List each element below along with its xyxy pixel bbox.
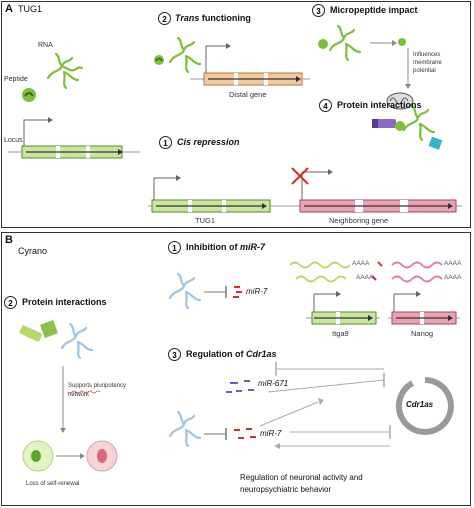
panel-b-letter: B: [5, 234, 13, 246]
locus-gene: [8, 117, 140, 159]
cyrano-rna-icon-1: [168, 272, 202, 310]
supports-underline: [67, 390, 101, 394]
neighboring-gene: [299, 169, 457, 213]
b-step-2-badge: 2: [4, 296, 17, 309]
itga9-gene: [306, 291, 380, 325]
protein-interactions-title-a: Protein interactions: [337, 100, 422, 110]
b-step-1-badge: 1: [168, 241, 181, 254]
polya-4: AAAA: [444, 274, 462, 281]
cdr1as-circrna-icon: [395, 377, 454, 435]
step-4-badge: 4: [319, 99, 332, 112]
itga9-mrna-2: [295, 275, 347, 283]
note-line-3: potential: [413, 68, 436, 74]
panel-a-letter: A: [5, 3, 13, 15]
polya-3: AAAA: [444, 260, 462, 267]
mir671-label: miR-671: [258, 379, 289, 388]
inhibition-title: Inhibition of miR-7: [186, 242, 266, 252]
distal-gene: [190, 43, 310, 86]
protein-complex-b-icon: [19, 320, 94, 360]
protein-interactions-title-b: Protein interactions: [22, 297, 107, 307]
mitochondria-icon: [386, 92, 414, 110]
panel-a: [1, 1, 471, 228]
nanog-mrna-2: [391, 275, 443, 283]
rna-icon: [46, 52, 84, 90]
neighboring-gene-label: Neighboring gene: [329, 216, 389, 225]
supports-line-1: Supports pluripotency: [68, 383, 127, 389]
note-line-1: Influences: [413, 52, 441, 58]
mir7-icon-1: [233, 286, 242, 298]
footer-line-1: Regulation of neuronal activity and: [240, 473, 363, 482]
panel-b-title: Cyrano: [18, 246, 48, 256]
loss-label: Loss of self-renewal: [26, 481, 80, 487]
panel-a-title: TUG1: [18, 4, 43, 14]
supports-line-2: network: [68, 392, 90, 398]
differentiated-cell-icon: [86, 440, 118, 472]
repression-x-icon: [291, 167, 309, 185]
trans-rna-icon: [168, 36, 202, 74]
step-1-badge: 1: [159, 136, 172, 149]
b-step-3-badge: 3: [168, 348, 181, 361]
trans-title: Trans functioning: [175, 13, 251, 23]
itga9-mrna-1: [289, 261, 351, 269]
cis-title: Cis repression: [177, 137, 240, 147]
peptide-icon: [22, 88, 36, 102]
polya-2: AAAA: [356, 274, 374, 281]
note-line-2: membrane: [413, 60, 442, 66]
regulation-title: Regulation of Cdr1as: [186, 349, 277, 359]
mir7-icon-2: [234, 428, 256, 439]
micropeptide-title: Micropeptide impact: [330, 5, 418, 15]
protein-complex-icon: [372, 104, 443, 150]
peptide-label: Peptide: [4, 76, 28, 83]
cdr1as-label: Cdr1as: [406, 400, 434, 409]
nanog-mrna-1: [391, 261, 443, 269]
nanog-gene: [388, 291, 460, 325]
cyrano-rna-icon-2: [168, 410, 202, 448]
nanog-label: Nanog: [411, 329, 434, 338]
distal-gene-label: Distal gene: [229, 90, 267, 99]
mir7-label-1: miR-7: [246, 287, 268, 296]
footer-line-2: neuropsychiatric behavior: [240, 485, 332, 494]
polya-1: AAAA: [352, 260, 370, 267]
step-3-badge: 3: [312, 4, 325, 17]
stem-cell-icon: [22, 440, 54, 472]
rna-label: RNA: [38, 42, 53, 49]
tug1-gene-label: TUG1: [195, 216, 216, 225]
mir671-icon: [226, 380, 254, 393]
mir7-label-2: miR-7: [260, 429, 282, 438]
itga9-label: Itga9: [332, 329, 349, 338]
locus-label: Locus: [4, 137, 23, 144]
step-2-badge: 2: [158, 12, 171, 25]
